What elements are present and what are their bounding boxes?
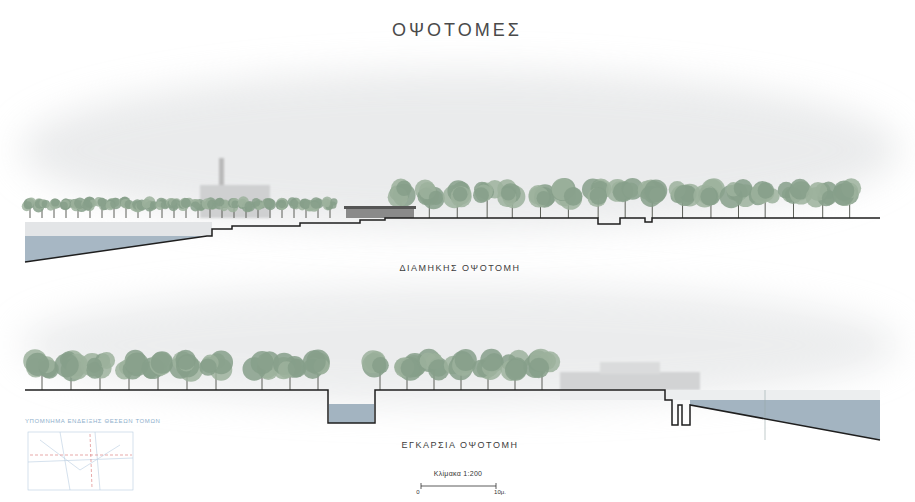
tree [276, 198, 289, 218]
tree [214, 198, 230, 218]
sheet-title: ΟΨΟΤΟΜΕΣ [392, 20, 522, 41]
tree [199, 351, 233, 390]
scale-number: 10μ. [494, 489, 506, 495]
tree [551, 178, 582, 218]
scale-bar [421, 483, 496, 489]
tree [309, 197, 324, 218]
tree [322, 197, 338, 218]
section-caption: ΔΙΑΜΗΚΗΣ ΟΨΟΤΟΜΗ [400, 263, 521, 273]
tree [806, 182, 838, 218]
tree [523, 349, 560, 390]
background-buildings [560, 362, 700, 390]
tree [444, 349, 477, 390]
tree [832, 178, 861, 218]
tree [443, 180, 472, 218]
tree [302, 350, 330, 390]
tree [169, 350, 202, 390]
tree [227, 198, 239, 218]
section-caption: ΕΓΚΑΡΣΙΑ ΟΨΟΤΟΜΗ [402, 440, 519, 450]
tree [415, 180, 445, 218]
fog-sky [20, 70, 900, 405]
scale-label: Κλίμακα 1:200 [434, 470, 483, 477]
tree [80, 352, 115, 390]
tree [417, 349, 449, 390]
tree [472, 349, 504, 390]
tree [606, 178, 643, 218]
tree [142, 351, 174, 390]
tree [262, 198, 276, 218]
background-buildings [200, 158, 270, 218]
ground-profile [25, 206, 880, 440]
tree [582, 179, 611, 218]
tree-row [22, 178, 861, 390]
tree [497, 179, 525, 218]
tree [749, 181, 780, 218]
tree [23, 349, 59, 390]
tree [47, 198, 62, 218]
scale-number: 0 [416, 489, 419, 495]
tree [638, 179, 668, 218]
tree [273, 353, 307, 390]
key-legend-title: ΥΠΟΜΝΗΜΑ ΕΝΔΕΙΞΗΣ ΘΕΣΕΩΝ ΤΟΜΩΝ [25, 418, 160, 424]
tree [237, 196, 255, 218]
tree [361, 350, 388, 390]
tree [81, 196, 96, 218]
tree [142, 196, 158, 218]
key-map [28, 432, 133, 490]
